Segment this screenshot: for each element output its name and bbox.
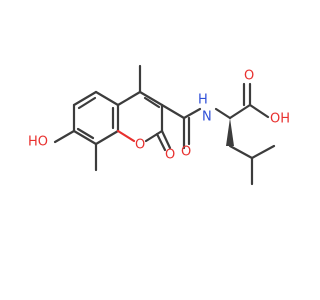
amide-nitrogen-label: N — [202, 110, 212, 125]
acid-hydroxyl-label: OH — [270, 112, 290, 127]
amide-hydrogen-label: H — [198, 93, 208, 108]
lactone-carbonyl-bond — [155, 132, 167, 152]
isobutyl-bond — [228, 144, 254, 160]
lactone-oxygen-label: O — [165, 148, 175, 163]
amide-n-bond — [182, 107, 202, 120]
alpha-cooh-bond — [228, 103, 252, 120]
acid-carbonyl-oxygen-label: O — [244, 69, 254, 84]
lactone-carbonyl-bond — [160, 129, 172, 150]
bond — [72, 129, 98, 146]
molecule-diagram: HO O O O N H O OH — [28, 64, 290, 186]
stereo-wedge — [226, 118, 234, 146]
isobutyl-bond — [250, 144, 276, 160]
bond — [94, 90, 120, 107]
ch2-bond — [160, 103, 186, 120]
bond — [144, 129, 164, 143]
double-bond-inner — [76, 127, 95, 140]
amide-oxygen-label: O — [181, 145, 191, 160]
bond — [138, 90, 164, 107]
double-bond-inner — [143, 96, 161, 109]
benzene-ring — [72, 90, 120, 146]
n-alpha-bond — [214, 107, 232, 120]
structure-svg: HO O O O N H O OH — [28, 64, 290, 186]
bond — [116, 129, 136, 143]
hydroxyl-bond — [53, 129, 76, 144]
bond — [72, 90, 98, 107]
ring-oxygen-label: O — [135, 138, 145, 153]
pyranone-ring — [116, 90, 164, 143]
bond — [116, 90, 142, 107]
acid-hydroxyl-bond — [248, 103, 270, 119]
double-bond-inner — [77, 96, 97, 110]
hydroxyl-left-label: HO — [28, 135, 48, 150]
bond — [94, 129, 120, 146]
